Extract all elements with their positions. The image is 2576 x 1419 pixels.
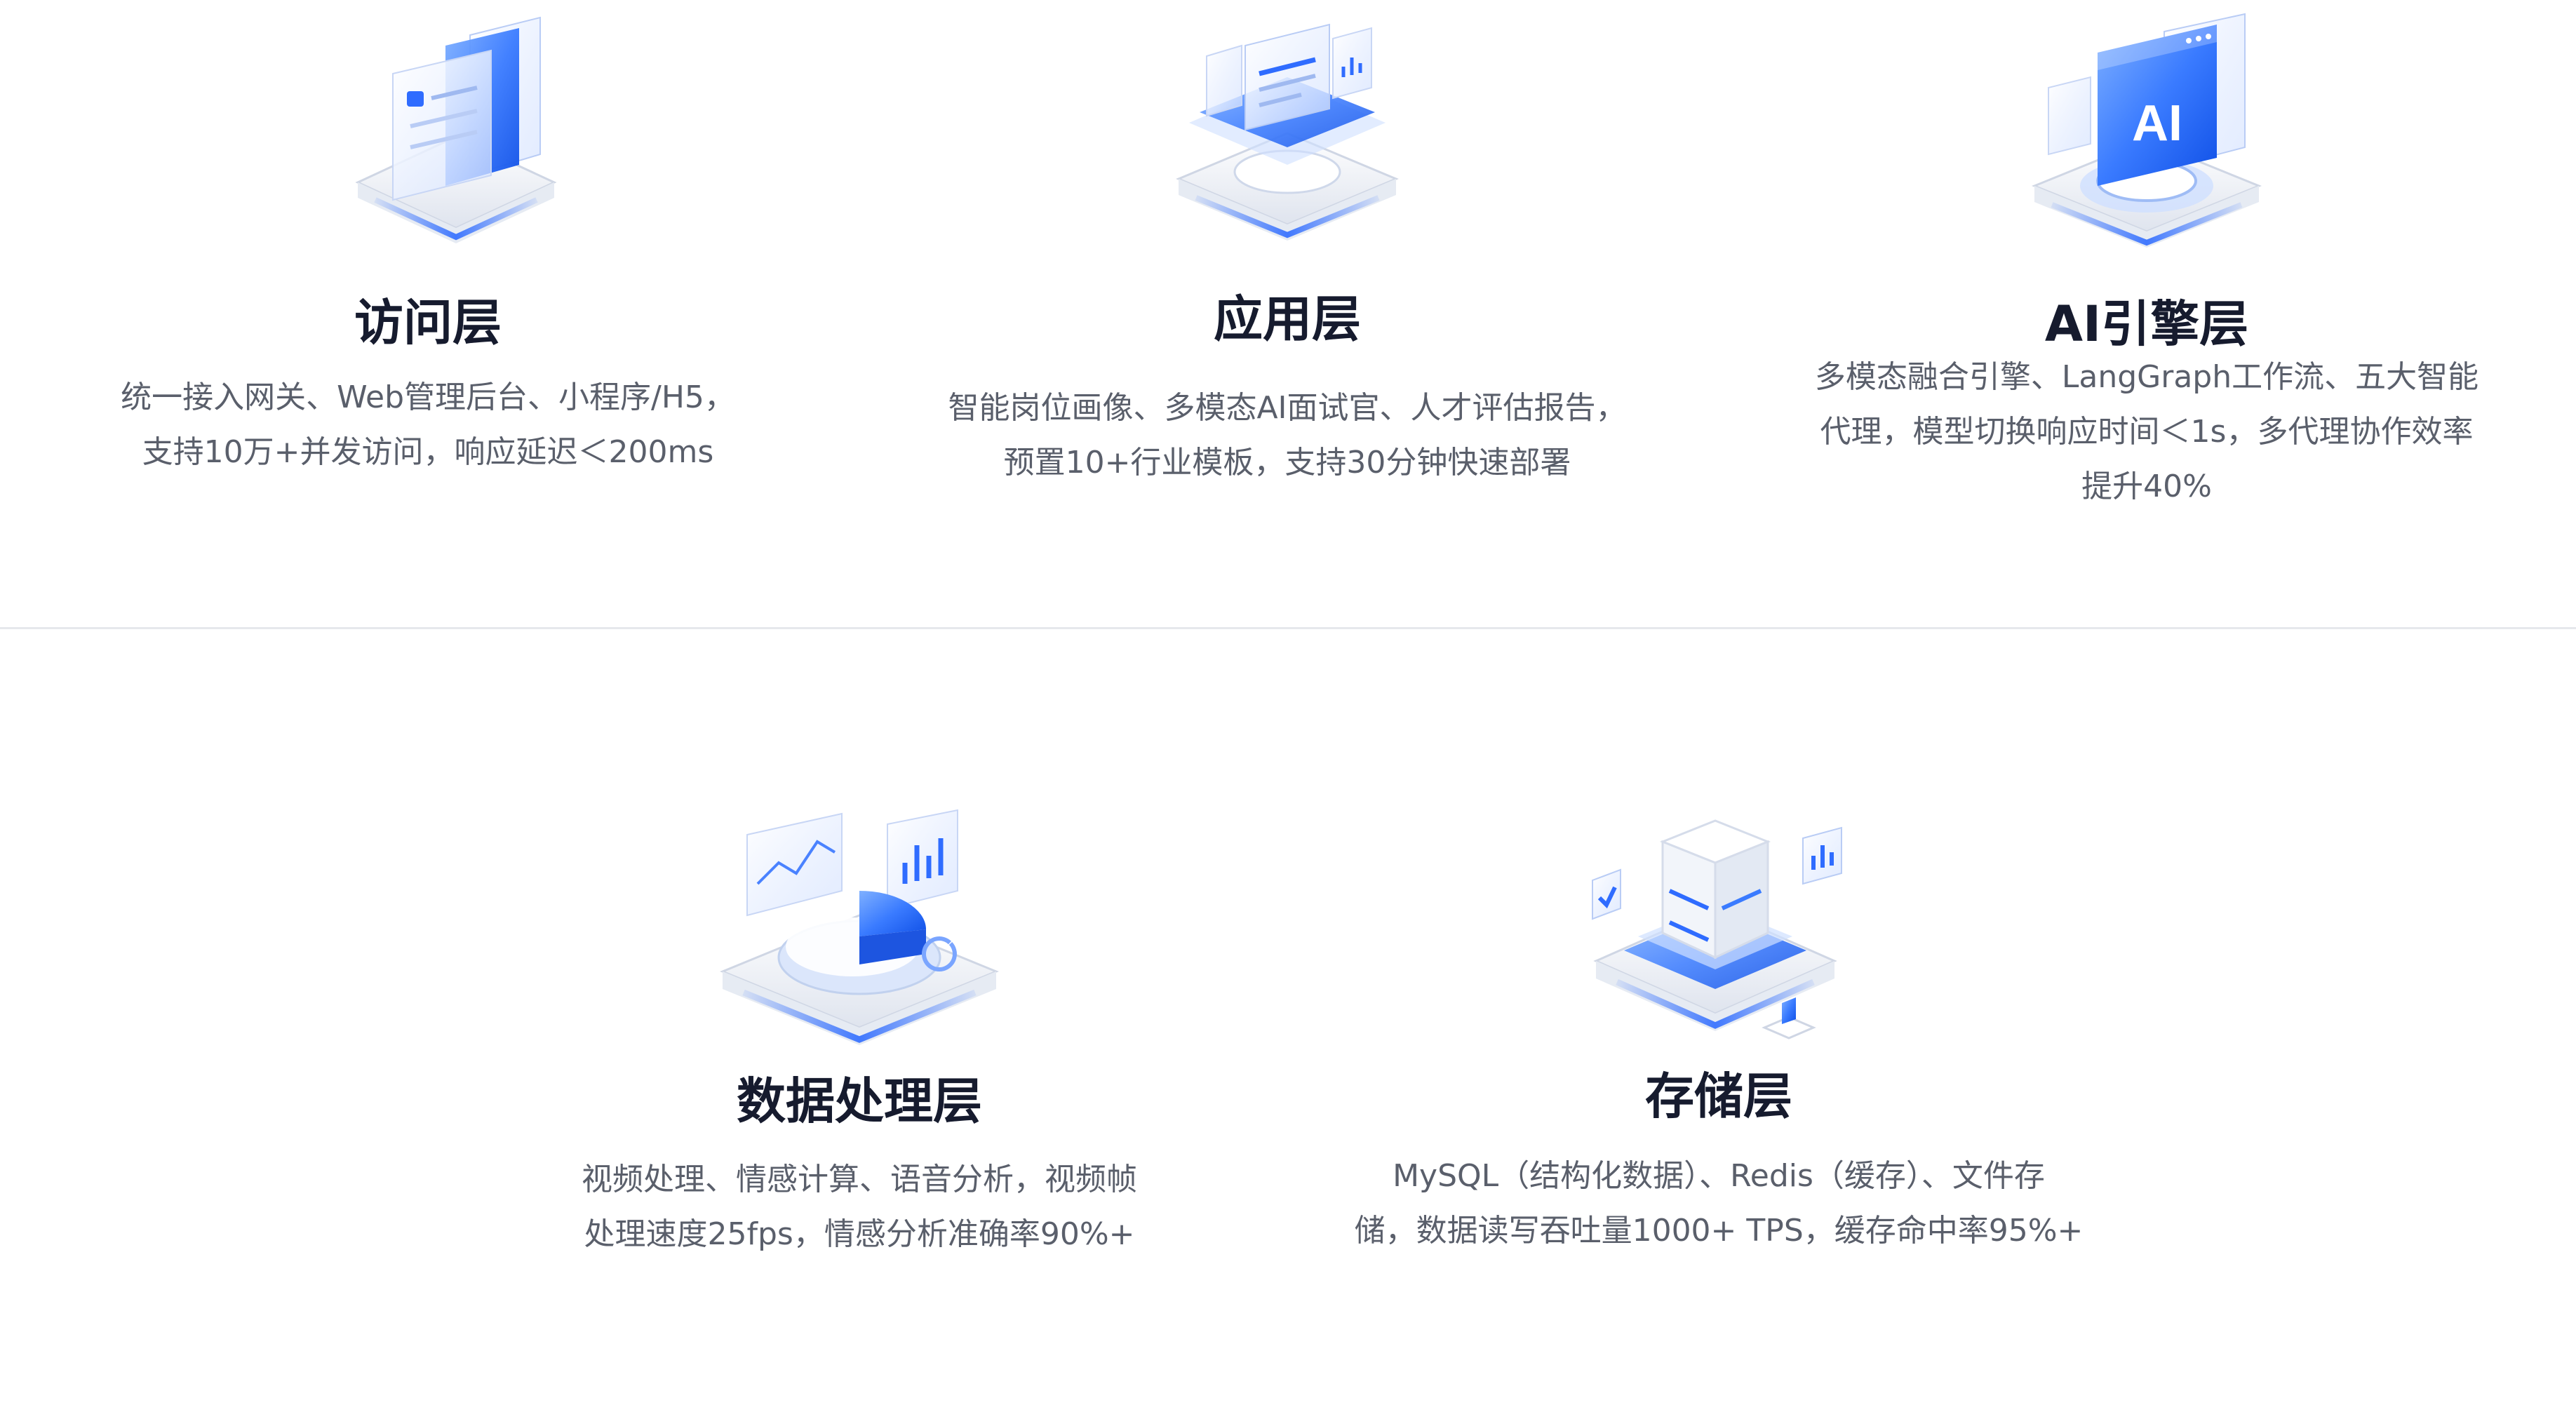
layer-description: 视频处理、情感计算、语音分析，视频帧 处理速度25fps，情感分析准确率90%+: [474, 1152, 1245, 1262]
layered-screens-icon: [355, 16, 557, 243]
layer-card-data-processing: 数据处理层 视频处理、情感计算、语音分析，视频帧 处理速度25fps，情感分析准…: [474, 744, 1245, 1347]
description-line: 多模态融合引擎、LangGraph工作流、五大智能: [1814, 359, 2479, 395]
description-line: 储，数据读写吞吐量1000+ TPS，缓存命中率95%+: [1354, 1213, 2084, 1249]
description-line: MySQL（结构化数据）、Redis（缓存）、文件存: [1393, 1158, 2045, 1194]
section-divider: [0, 627, 2576, 629]
layer-title: 数据处理层: [737, 1072, 982, 1130]
layer-card-access: 访问层 统一接入网关、Web管理后台、小程序/H5， 支持10万+并发访问，响应…: [42, 0, 814, 603]
description-line: 预置10+行业模板，支持30分钟快速部署: [1003, 445, 1571, 480]
description-line: 统一接入网关、Web管理后台、小程序/H5，: [121, 379, 735, 415]
layer-description: 多模态融合引擎、LangGraph工作流、五大智能 代理，模型切换响应时间＜1s…: [1761, 350, 2533, 514]
layer-title: 应用层: [1214, 290, 1361, 348]
app-cards-icon: [1176, 23, 1399, 241]
layer-card-ai-engine: AI AI引擎层 多模态融合引擎、LangGraph工作流、五大智能 代理，模型…: [1761, 0, 2533, 603]
layer-title: 访问层: [354, 294, 502, 351]
layer-description: 统一接入网关、Web管理后台、小程序/H5， 支持10万+并发访问，响应延迟＜2…: [42, 370, 814, 480]
ai-chip-icon: AI: [2032, 13, 2262, 248]
layer-card-application: 应用层 智能岗位画像、多模态AI面试官、人才评估报告， 预置10+行业模板，支持…: [901, 0, 1673, 603]
layer-description: 智能岗位画像、多模态AI面试官、人才评估报告， 预置10+行业模板，支持30分钟…: [901, 381, 1673, 490]
layer-title: 存储层: [1645, 1068, 1792, 1125]
description-line: 智能岗位画像、多模态AI面试官、人才评估报告，: [948, 390, 1627, 426]
svg-text:AI: AI: [2132, 95, 2182, 152]
layer-description: MySQL（结构化数据）、Redis（缓存）、文件存 储，数据读写吞吐量1000…: [1333, 1149, 2105, 1258]
pie-chart-analytics-icon: [720, 809, 999, 1045]
description-line: 处理速度25fps，情感分析准确率90%+: [584, 1216, 1135, 1252]
description-line: 视频处理、情感计算、语音分析，视频帧: [582, 1162, 1137, 1197]
layer-card-storage: 存储层 MySQL（结构化数据）、Redis（缓存）、文件存 储，数据读写吞吐量…: [1333, 744, 2105, 1347]
description-line: 支持10万+并发访问，响应延迟＜200ms: [142, 434, 714, 470]
layer-title: AI引擎层: [2044, 295, 2249, 353]
server-storage-icon: [1592, 819, 1842, 1040]
description-line: 代理，模型切换响应时间＜1s，多代理协作效率: [1820, 414, 2474, 450]
description-line: 提升40%: [2081, 469, 2212, 504]
